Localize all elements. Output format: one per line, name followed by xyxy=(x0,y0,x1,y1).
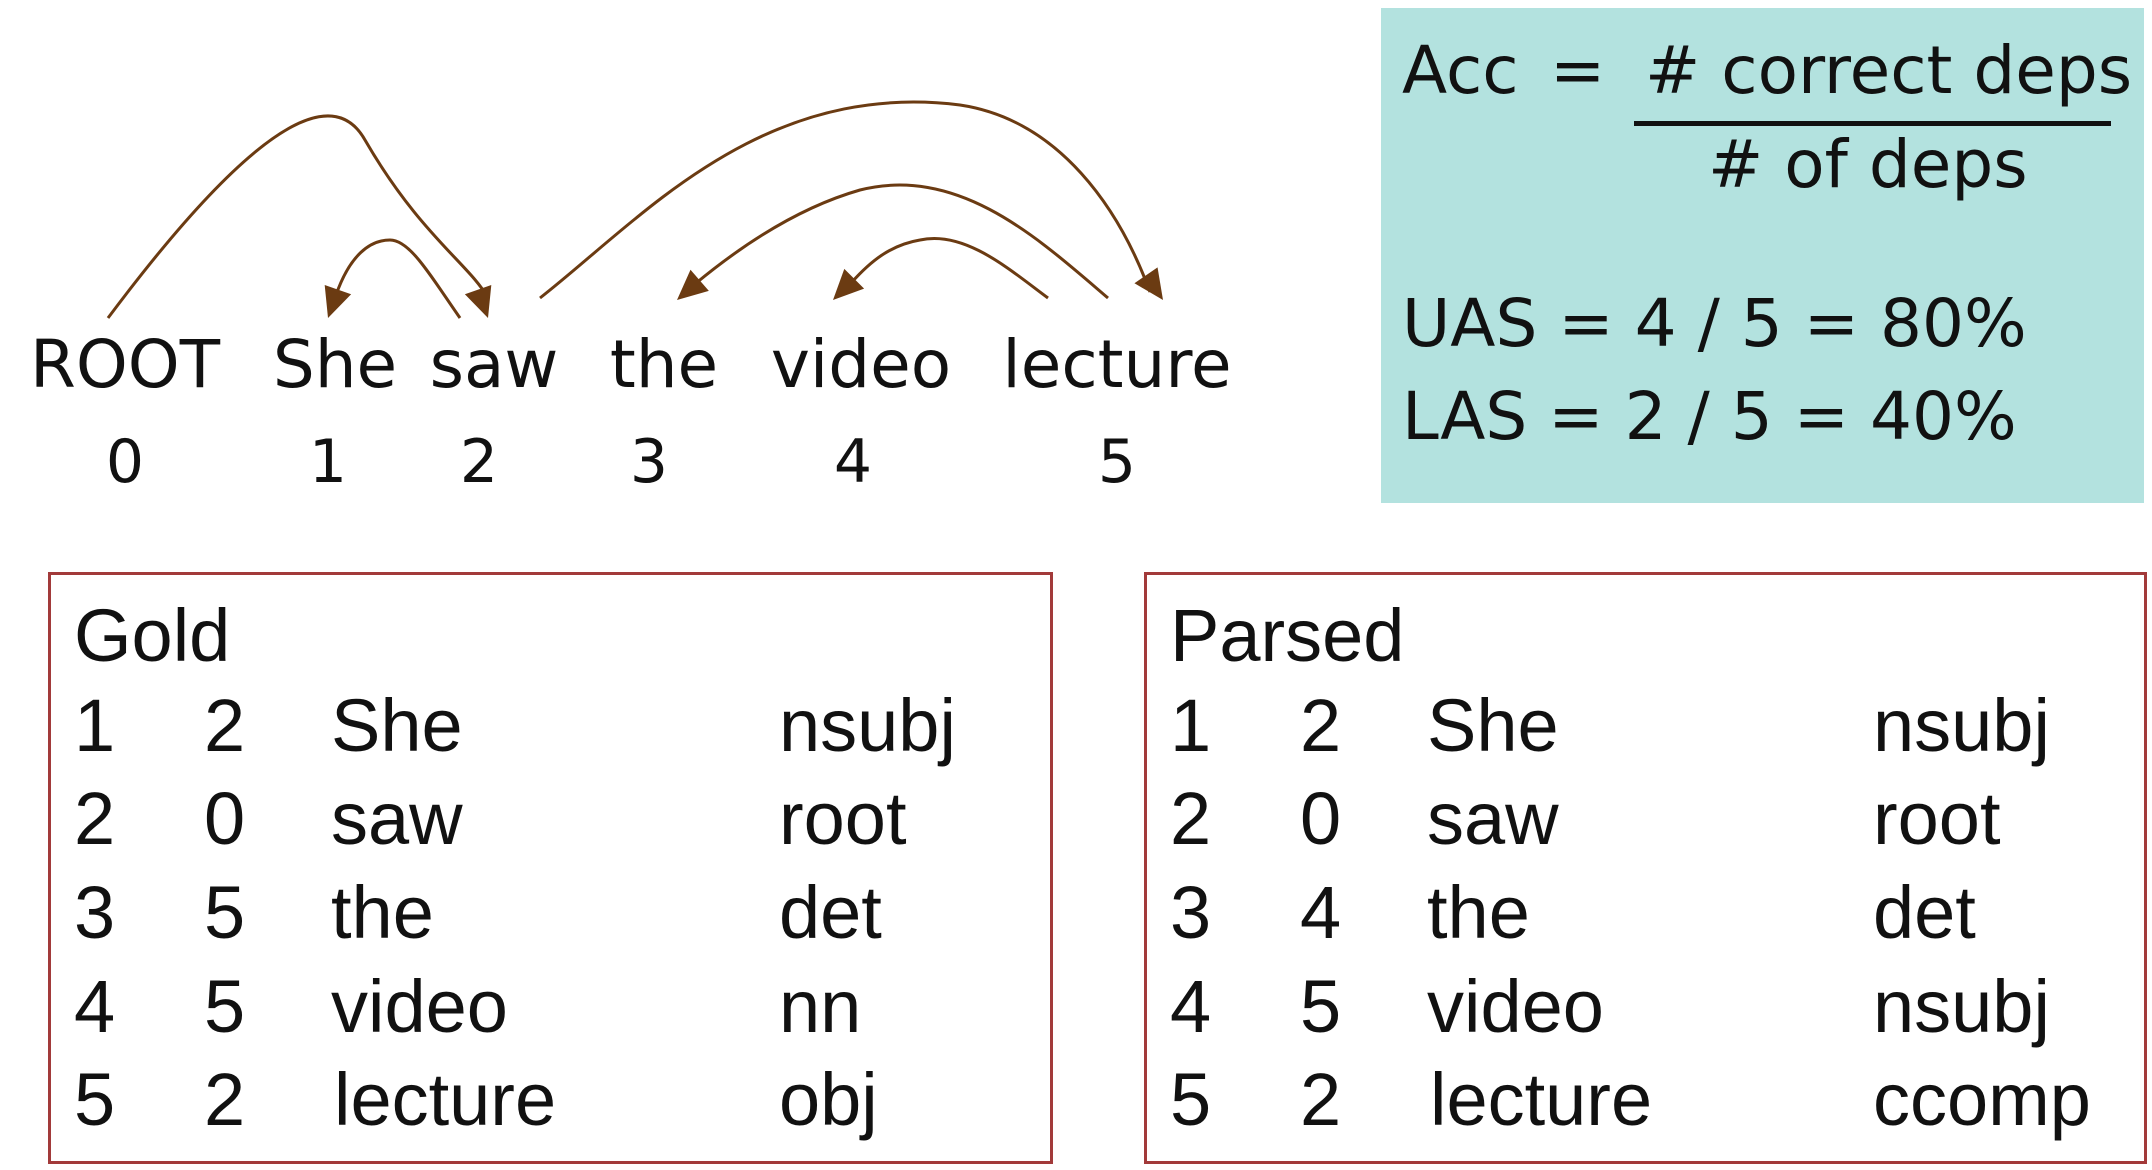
gold-head: 5 xyxy=(204,965,246,1048)
fraction-bar xyxy=(1634,121,2111,126)
arrowhead-icon xyxy=(677,269,709,300)
gold-word: lecture xyxy=(334,1058,557,1141)
acc-label: Acc xyxy=(1402,32,1519,109)
parsed-idx: 3 xyxy=(1170,871,1212,954)
las-formula: LAS = 2 / 5 = 40% xyxy=(1402,378,2017,455)
gold-head: 0 xyxy=(204,777,246,860)
gold-table: Gold 1 2 She nsubj 2 0 saw root 3 5 the … xyxy=(48,572,1053,1164)
gold-idx: 3 xyxy=(74,871,116,954)
table-row: 2 0 saw root xyxy=(51,782,1050,856)
gold-idx: 4 xyxy=(74,965,116,1048)
token-index-5: 5 xyxy=(1097,427,1137,497)
table-row: 1 2 She nsubj xyxy=(1147,689,2144,763)
token-she: She xyxy=(272,326,398,403)
table-row: 1 2 She nsubj xyxy=(51,689,1050,763)
parsed-rel: nsubj xyxy=(1873,684,2050,767)
uas-formula: UAS = 4 / 5 = 80% xyxy=(1402,285,2027,362)
arrowhead-icon xyxy=(833,268,865,300)
dependency-arcs xyxy=(106,100,1163,319)
acc-equals: = xyxy=(1550,32,1606,109)
arc-curve xyxy=(539,100,1152,300)
token-lecture: lecture xyxy=(1002,326,1232,403)
table-row: 5 2 lecture obj xyxy=(51,1063,1050,1137)
parsed-head: 4 xyxy=(1300,871,1342,954)
arc-saw-to-lecture xyxy=(539,100,1163,300)
arc-group xyxy=(106,100,1163,319)
parsed-word: lecture xyxy=(1430,1058,1653,1141)
parsed-rel: root xyxy=(1873,777,2001,860)
parsed-head: 2 xyxy=(1300,1058,1342,1141)
token-index-0: 0 xyxy=(105,427,145,497)
parsed-word: the xyxy=(1427,871,1530,954)
table-row: 3 4 the det xyxy=(1147,876,2144,950)
metrics-panel: Acc = # correct deps # of deps UAS = 4 /… xyxy=(1381,8,2144,503)
token-index-4: 4 xyxy=(833,427,873,497)
gold-word: She xyxy=(331,684,463,767)
parsed-title: Parsed xyxy=(1170,594,1405,677)
table-row: 4 5 video nn xyxy=(51,970,1050,1044)
gold-rel: det xyxy=(779,871,882,954)
token-root: ROOT xyxy=(29,326,221,403)
arc-root-to-saw xyxy=(106,114,492,319)
token-index-1: 1 xyxy=(308,427,348,497)
gold-head: 2 xyxy=(204,684,246,767)
token-index-2: 2 xyxy=(459,427,499,497)
acc-numerator: # correct deps xyxy=(1645,32,2133,109)
gold-rel: root xyxy=(779,777,907,860)
parsed-head: 2 xyxy=(1300,684,1342,767)
arc-curve xyxy=(850,237,1049,300)
gold-head: 2 xyxy=(204,1058,246,1141)
gold-rel: nn xyxy=(779,965,862,1048)
table-row: 4 5 video nsubj xyxy=(1147,970,2144,1044)
parsed-rel: nsubj xyxy=(1873,965,2050,1048)
parsed-idx: 4 xyxy=(1170,965,1212,1048)
arc-lecture-to-the xyxy=(677,183,1109,300)
token-video: video xyxy=(770,326,952,403)
arrowhead-icon xyxy=(464,285,492,318)
token-index-3: 3 xyxy=(629,427,669,497)
parsed-rel: det xyxy=(1873,871,1976,954)
gold-word: video xyxy=(331,965,508,1048)
gold-idx: 1 xyxy=(74,684,116,767)
arc-curve xyxy=(334,238,462,319)
parsed-word: She xyxy=(1427,684,1559,767)
arc-lecture-to-video xyxy=(833,237,1049,300)
gold-head: 5 xyxy=(204,871,246,954)
arrowhead-icon xyxy=(1134,267,1163,300)
gold-word: the xyxy=(331,871,434,954)
parsed-idx: 1 xyxy=(1170,684,1212,767)
gold-idx: 5 xyxy=(74,1058,116,1141)
parsed-word: saw xyxy=(1427,777,1559,860)
gold-rel: obj xyxy=(779,1058,878,1141)
gold-word: saw xyxy=(331,777,463,860)
gold-title: Gold xyxy=(74,594,231,677)
table-row: 5 2 lecture ccomp xyxy=(1147,1063,2144,1137)
table-row: 3 5 the det xyxy=(51,876,1050,950)
parsed-head: 0 xyxy=(1300,777,1342,860)
parsed-idx: 5 xyxy=(1170,1058,1212,1141)
parsed-head: 5 xyxy=(1300,965,1342,1048)
token-saw: saw xyxy=(429,326,559,403)
parsed-idx: 2 xyxy=(1170,777,1212,860)
gold-idx: 2 xyxy=(74,777,116,860)
arc-curve xyxy=(106,114,490,319)
arc-saw-to-she xyxy=(324,238,462,319)
parsed-word: video xyxy=(1427,965,1604,1048)
arc-curve xyxy=(694,183,1109,300)
acc-denominator: # of deps xyxy=(1708,126,2028,203)
parsed-table: Parsed 1 2 She nsubj 2 0 saw root 3 4 th… xyxy=(1144,572,2147,1164)
token-the: the xyxy=(609,326,719,403)
parsed-rel: ccomp xyxy=(1873,1058,2091,1141)
gold-rel: nsubj xyxy=(779,684,956,767)
arrowhead-icon xyxy=(324,285,352,318)
table-row: 2 0 saw root xyxy=(1147,782,2144,856)
